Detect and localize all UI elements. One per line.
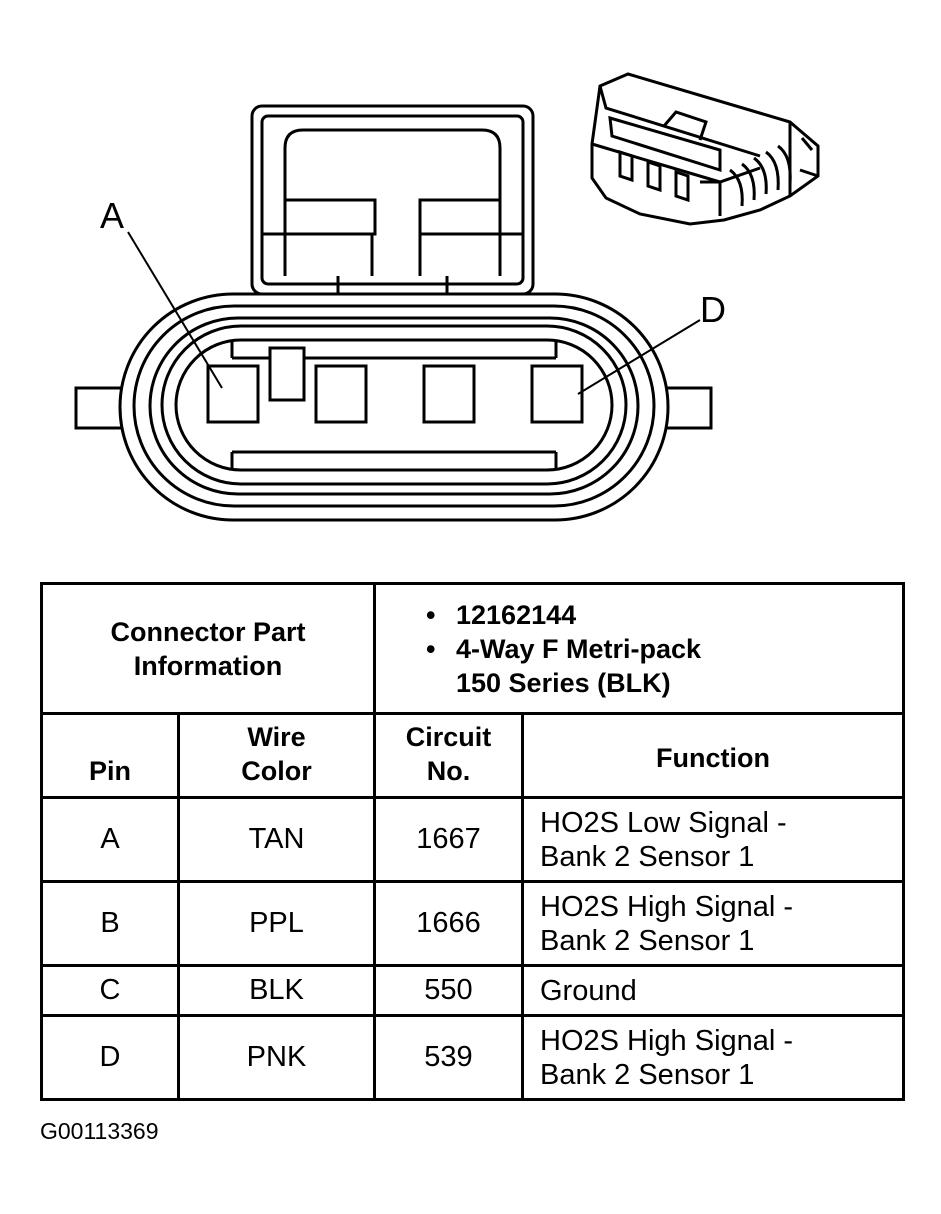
pin-cavity-c	[422, 364, 476, 424]
wire-color-cell: BLK	[177, 964, 376, 1017]
function-cell: HO2S High Signal - Bank 2 Sensor 1	[521, 880, 905, 967]
leader-line-d	[577, 319, 701, 395]
connector-body	[118, 292, 670, 522]
table-row: C BLK 550 Ground	[40, 964, 905, 1017]
pin-label-a: A	[100, 195, 124, 236]
col-header-pin: Pin	[40, 712, 180, 799]
col-header-circuit-line2: No.	[426, 756, 471, 786]
pin-cell: A	[40, 796, 180, 883]
circuit-cell: 539	[373, 1014, 524, 1101]
col-header-wire-color-line1: Wire	[247, 722, 306, 752]
pin-cell: C	[40, 964, 180, 1017]
bullet-item: • 12162144	[426, 598, 902, 632]
function-line-1: HO2S Low Signal -	[540, 806, 787, 839]
col-header-function-label: Function	[656, 742, 770, 773]
table-row: D PNK 539 HO2S High Signal - Bank 2 Sens…	[40, 1014, 905, 1101]
function-line-1: HO2S High Signal -	[540, 890, 794, 923]
pin-cavity-a	[206, 364, 260, 424]
table-header-row: Connector Part Information • 12162144 • …	[40, 582, 905, 715]
wire-color-cell: PPL	[177, 880, 376, 967]
function-line-2: Bank 2 Sensor 1	[540, 840, 755, 873]
connector-diagram: A D	[74, 72, 820, 522]
figure-id: G00113369	[40, 1118, 159, 1144]
connector-left-ear	[74, 386, 128, 430]
col-header-wire-color: Wire Color	[177, 712, 376, 799]
pin-label-d: D	[700, 289, 726, 330]
connector-lock-tab	[250, 104, 535, 296]
title-line-1: Connector Part	[110, 616, 306, 647]
col-header-pin-label: Pin	[88, 756, 131, 786]
wire-color-cell: TAN	[177, 796, 376, 883]
connector-info-table: Connector Part Information • 12162144 • …	[40, 582, 905, 1101]
bullet-icon: •	[426, 633, 436, 664]
col-header-circuit-line1: Circuit	[405, 722, 492, 752]
table-row: B PPL 1666 HO2S High Signal - Bank 2 Sen…	[40, 880, 905, 967]
col-header-circuit: Circuit No.	[373, 712, 524, 799]
connector-isometric-view	[590, 72, 820, 226]
connector-part-details: • 12162144 • 4-Way F Metri-pack 150 Seri…	[373, 582, 905, 715]
function-line-1: HO2S High Signal -	[540, 1024, 794, 1057]
pin-cell: B	[40, 880, 180, 967]
col-header-wire-color-line2: Color	[241, 756, 312, 786]
circuit-cell: 1666	[373, 880, 524, 967]
pin-cell: D	[40, 1014, 180, 1101]
table-row: A TAN 1667 HO2S Low Signal - Bank 2 Sens…	[40, 796, 905, 883]
part-number: 12162144	[456, 599, 577, 630]
circuit-cell: 1667	[373, 796, 524, 883]
connector-info-title: Connector Part Information	[40, 582, 376, 715]
col-header-function: Function	[521, 712, 905, 799]
function-cell: HO2S High Signal - Bank 2 Sensor 1	[521, 1014, 905, 1101]
circuit-cell: 550	[373, 964, 524, 1017]
function-cell: HO2S Low Signal - Bank 2 Sensor 1	[521, 796, 905, 883]
wire-color-cell: PNK	[177, 1014, 376, 1101]
leader-line-a	[127, 231, 223, 389]
title-line-2: Information	[133, 650, 283, 681]
connector-type: 4-Way F Metri-pack 150 Series (BLK)	[456, 633, 702, 698]
pin-cavity-b	[314, 364, 368, 424]
function-line-2: Bank 2 Sensor 1	[540, 1058, 755, 1091]
bullet-icon: •	[426, 599, 436, 630]
function-line-1: Ground	[540, 974, 637, 1007]
pin-cavity-d	[530, 364, 584, 424]
function-line-2: Bank 2 Sensor 1	[540, 924, 755, 957]
connector-key	[268, 346, 306, 402]
bullet-item: • 4-Way F Metri-pack 150 Series (BLK)	[426, 632, 902, 700]
column-header-row: Pin Wire Color Circuit No. Function	[40, 712, 905, 799]
function-cell: Ground	[521, 964, 905, 1017]
